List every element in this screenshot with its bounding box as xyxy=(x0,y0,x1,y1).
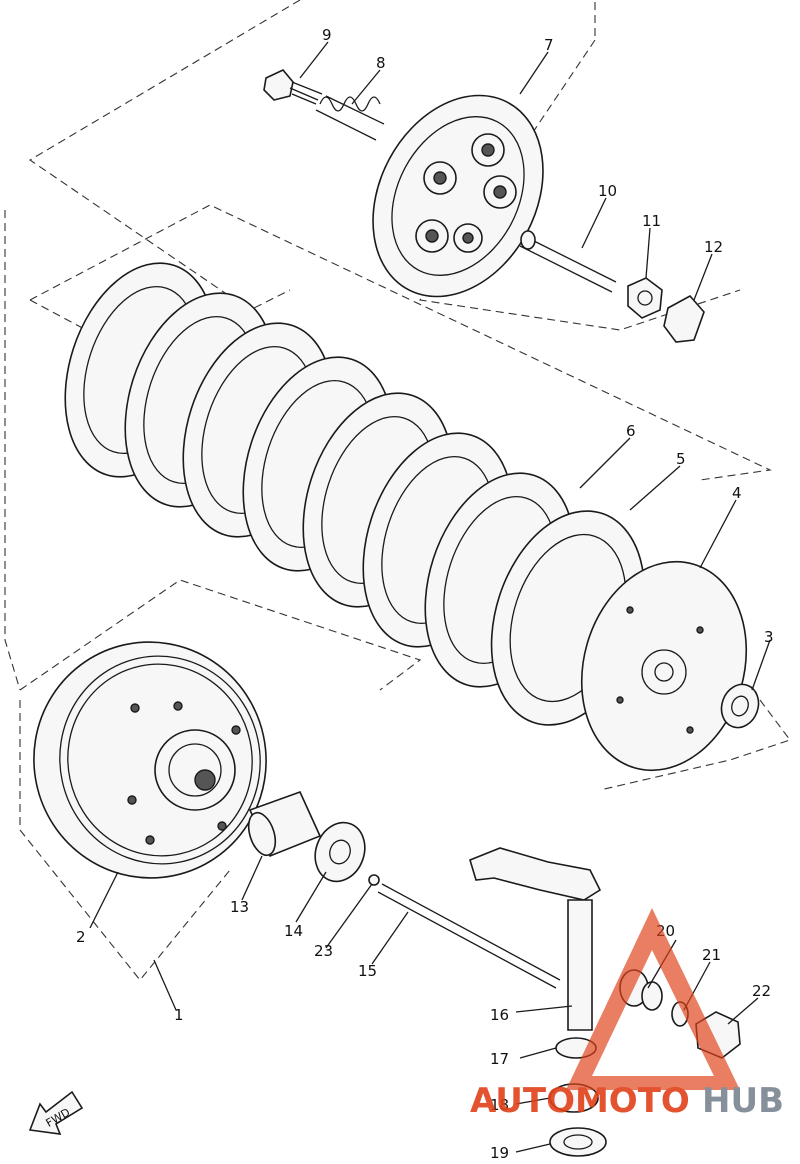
leader-lines xyxy=(89,41,771,1153)
part-label-5: 5 xyxy=(676,450,686,468)
watermark-text-grey: HUB xyxy=(702,1081,784,1121)
watermark-text-red: AUTOMOTO xyxy=(470,1081,690,1121)
part-label-4: 4 xyxy=(732,484,742,502)
spacer xyxy=(247,790,322,858)
part-label-8: 8 xyxy=(376,54,386,72)
clutch-spring xyxy=(315,95,385,141)
clutch-spring-bolt xyxy=(263,69,323,105)
push-lever-axle xyxy=(469,847,602,1031)
pressure-plate xyxy=(372,94,544,298)
spacer-washer xyxy=(314,821,366,883)
part-label-13: 13 xyxy=(230,898,249,916)
part-label-16: 16 xyxy=(490,1006,509,1024)
part-label-11: 11 xyxy=(642,212,661,230)
part-label-12: 12 xyxy=(704,238,723,256)
forward-arrow-marker: FWD xyxy=(28,1090,84,1135)
part-label-22: 22 xyxy=(752,982,771,1000)
bearing xyxy=(549,1127,607,1157)
part-label-10: 10 xyxy=(598,182,617,200)
part-label-1: 1 xyxy=(174,1006,184,1024)
locknut xyxy=(627,277,663,319)
part-label-17: 17 xyxy=(490,1050,509,1068)
part-label-2: 2 xyxy=(76,928,86,946)
part-label-6: 6 xyxy=(626,422,636,440)
watermark-triangle-logo xyxy=(566,908,740,1090)
group-outline-primary-driven-gear xyxy=(19,579,422,981)
part-label-14: 14 xyxy=(284,922,303,940)
push-rod xyxy=(519,230,617,293)
part-label-21: 21 xyxy=(702,946,721,964)
thrust-washer xyxy=(720,683,760,729)
push-rod-long xyxy=(377,883,561,989)
primary-driven-gear xyxy=(33,641,267,879)
part-label-18: 18 xyxy=(490,1096,509,1114)
watermark: AUTOMOTO HUB xyxy=(470,908,784,1121)
part-label-23: 23 xyxy=(314,942,333,960)
part-label-7: 7 xyxy=(544,36,554,54)
steel-ball xyxy=(368,874,380,886)
part-label-9: 9 xyxy=(322,26,332,44)
lock-washer xyxy=(663,294,705,343)
part-number-labels: 1 2 3 4 5 6 7 8 9 10 11 12 13 14 15 16 1… xyxy=(76,26,774,1162)
part-label-19: 19 xyxy=(490,1144,509,1162)
part-label-15: 15 xyxy=(358,962,377,980)
part-label-3: 3 xyxy=(764,628,774,646)
